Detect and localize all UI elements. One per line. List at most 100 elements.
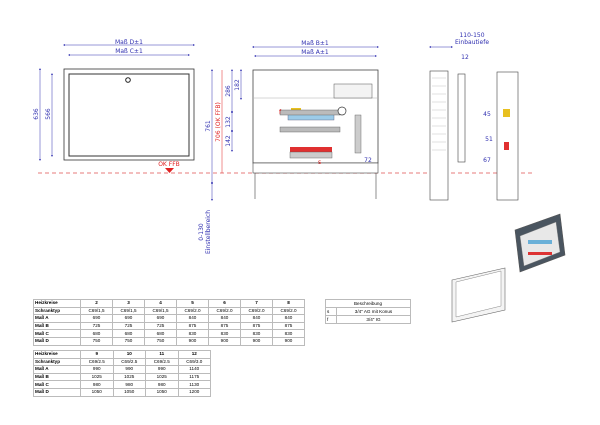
lock-icon [125,77,131,83]
table-cell: C69/1,5 [80,306,113,316]
table-cell: 900 [272,336,305,346]
dim-286: 286 [225,85,232,97]
depth-label: Einbautiefe [455,39,489,46]
table-cell: 3/4" AG mit Konus [336,307,411,316]
table-cell: Heizkreise [33,350,81,359]
table-cell: C69/2.0 [272,306,305,316]
dim-67: 67 [483,157,491,164]
table-cell: 4 [144,299,177,308]
table-cell: 840 [176,314,209,323]
table-cell: Schranktyp [33,306,81,316]
table-cell: 840 [272,314,305,323]
table-cell: s [325,307,337,316]
dim-width-outer: Maß B±1 [301,40,329,47]
table-cell: 2 [80,299,113,308]
table-cell: 840 [208,314,241,323]
table-cell: C69/1,5 [112,306,145,316]
table-cell: 900 [240,336,273,346]
dim-132: 132 [225,116,232,128]
table-cell: 875 [208,321,241,331]
table-cell: Schranktyp [33,357,81,367]
table-cell: 11 [145,350,179,359]
dim-adjust-range: 0-130 [198,223,205,241]
table-cell: Maß A [33,365,81,374]
table-cell: 1050 [80,387,114,397]
table-cell: 750 [112,336,145,346]
table-cell: 690 [80,314,113,323]
dim-height-inner: 566 [45,108,52,120]
table-cell: 1175 [177,372,211,382]
table-cell: C69/2.5 [112,357,146,367]
table-cell: 12 [177,350,211,359]
table-cell: 1025 [80,372,114,382]
floor-label: OK FFB [158,161,180,168]
table-cell: 725 [144,321,177,331]
detail-view: 45 51 67 [483,71,519,201]
cabinet-3d-open-image [514,213,566,273]
table-cell: Maß D [33,387,81,397]
table-cell: Maß B [33,372,81,382]
table-cell: 9 [80,350,114,359]
table-cell: 690 [144,314,177,323]
table-cell: C69/3.0 [177,357,211,367]
table-cell: 1130 [177,380,211,389]
table-cell: Maß A [33,314,81,323]
table-cell: 900 [208,336,241,346]
port-s-label: s [318,159,321,166]
table-cell: C69/2.5 [145,357,179,367]
table-cell: Maß C [33,380,81,389]
dim-door-offset: 12 [461,54,469,61]
dim-height-floor: 706 (OK FFB) [215,102,222,142]
table-cell: 725 [112,321,145,331]
table-cell: 990 [80,365,114,374]
cabinet-view: Maß B±1 Maß A±1 761 706 (OK FFB) 286 182… [198,40,379,254]
table-cell: 875 [240,321,273,331]
dim-51: 51 [485,136,493,143]
dim-width-outer: Maß D±1 [115,39,143,46]
table-cell: Maß D [33,336,81,346]
table-cell: 680 [112,329,145,338]
table-cell: C69/2.0 [240,306,273,316]
table-cell: 5 [176,299,209,308]
table-cell: 3 [112,299,145,308]
table-cell: 830 [176,329,209,338]
dim-height-outer: 636 [33,108,40,120]
table-cell: 680 [144,329,177,338]
legend-title: Beschreibung [325,299,411,308]
table-cell: 830 [240,329,273,338]
table-cell: 6 [208,299,241,308]
table-cell: 980 [145,380,179,389]
table-cell: Heizkreise [33,299,81,308]
table-cell: 725 [80,321,113,331]
table-cell: 1025 [145,372,179,382]
dim-width-inner: Maß A±1 [301,49,329,56]
table-cell: Maß C [33,329,81,338]
table-cell: 680 [80,329,113,338]
table-cell: 10 [112,350,146,359]
table-cell: 875 [272,321,305,331]
table-cell: 1140 [177,365,211,374]
table-cell: C69/2.0 [176,306,209,316]
table-cell: 1025 [112,372,146,382]
table-cell: C69/2.5 [80,357,114,367]
port-f-label: f [279,109,282,116]
table-cell: 980 [80,380,114,389]
table-cell: 750 [144,336,177,346]
dim-142: 142 [225,135,232,147]
table-cell: 830 [272,329,305,338]
dim-total-height: 761 [205,120,212,132]
table-cell: 990 [145,365,179,374]
side-view: 110-150 Einbautiefe 12 [429,32,489,201]
table-cell: 840 [240,314,273,323]
table-cell: 7 [240,299,273,308]
adjust-label: Einstellbereich [205,210,212,254]
table-cell: 830 [208,329,241,338]
table-cell: C69/2.0 [208,306,241,316]
table-cell: Maß B [33,321,81,331]
